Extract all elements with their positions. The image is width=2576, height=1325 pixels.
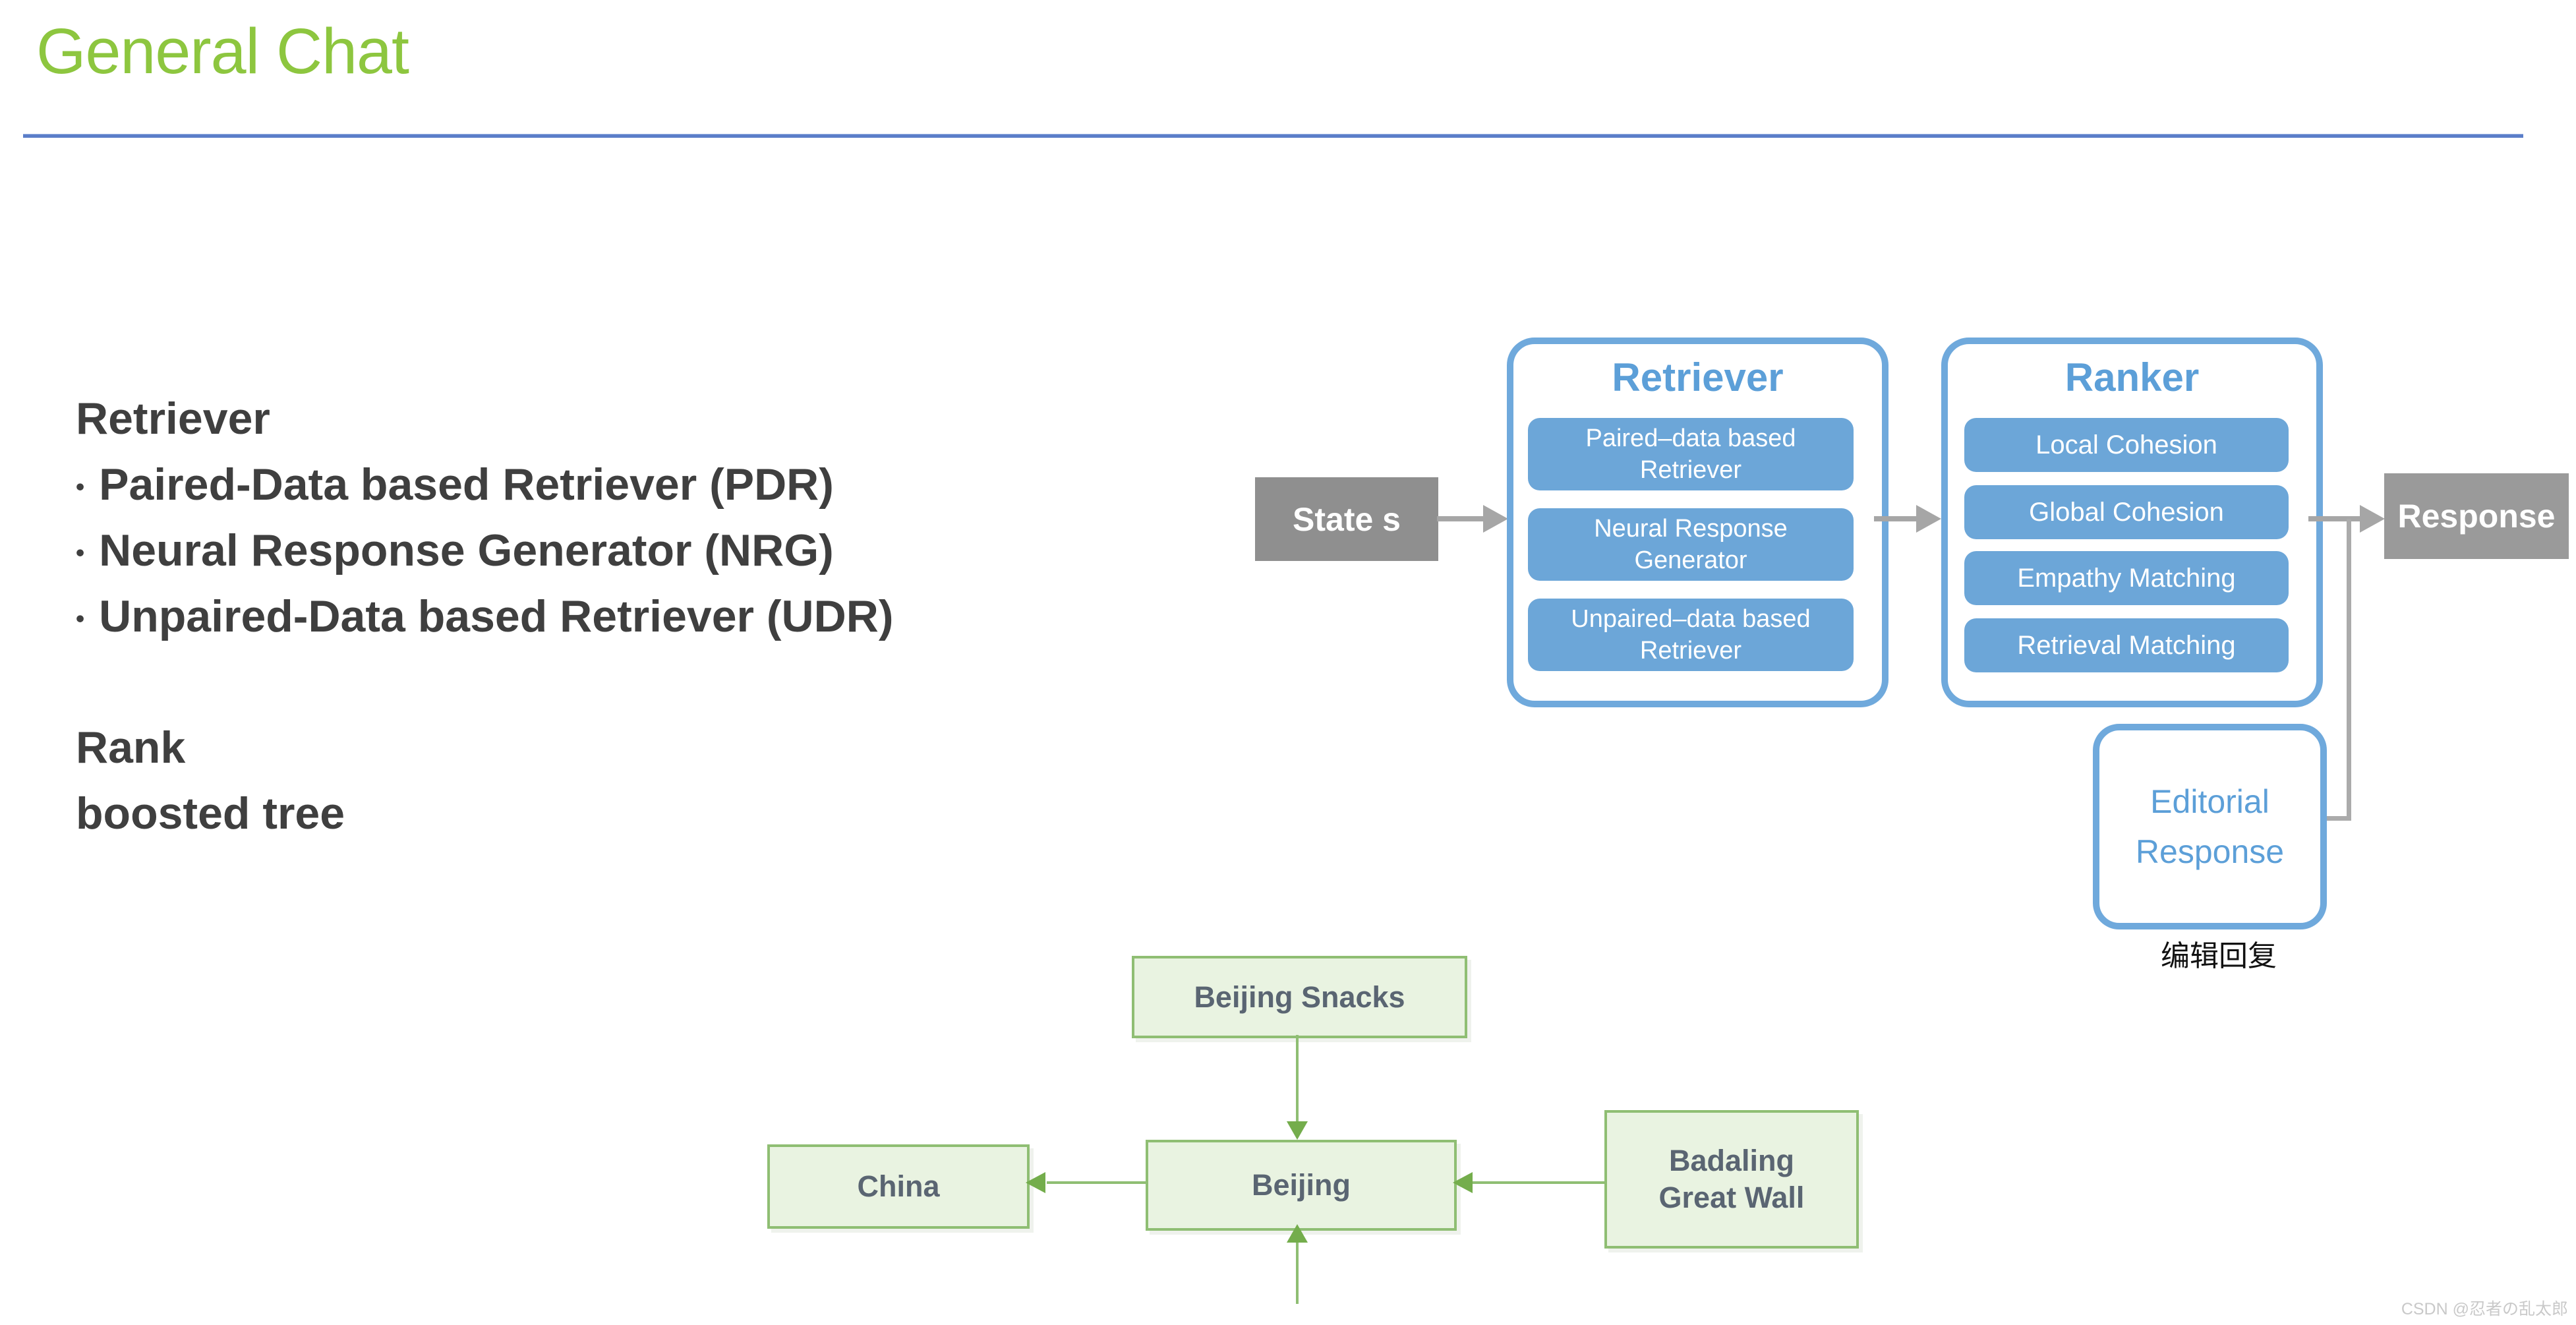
retriever-module-nrg: Neural Response Generator <box>1528 508 1854 581</box>
retriever-title: Retriever <box>1612 355 1784 399</box>
notes-bullet-nrg-text: Neural Response Generator (NRG) <box>99 525 834 575</box>
ranker-module-global-cohesion: Global Cohesion <box>1964 485 2289 539</box>
bullet-glyph: • <box>76 539 85 567</box>
notes-bullet-udr: • Unpaired-Data based Retriever (UDR) <box>76 591 894 642</box>
kg-node-badaling-great-wall: Badaling Great Wall <box>1604 1110 1859 1249</box>
kg-wall-line1: Badaling <box>1668 1144 1795 1177</box>
editorial-connector-vertical <box>2347 519 2351 821</box>
edge-bottom-to-beijing-head <box>1287 1224 1308 1243</box>
notes-rank-sub: boosted tree <box>76 788 345 839</box>
editorial-line1: Editorial <box>2150 783 2269 820</box>
notes-bullet-pdr: • Paired-Data based Retriever (PDR) <box>76 459 834 510</box>
csdn-watermark: CSDN @忍者の乱太郎 <box>2401 1300 2568 1318</box>
arrow-state-to-retriever-line <box>1437 516 1484 521</box>
edge-beijing-to-china-line <box>1047 1181 1146 1184</box>
notes-bullet-nrg: • Neural Response Generator (NRG) <box>76 525 834 576</box>
edge-snacks-to-beijing-head <box>1287 1121 1308 1140</box>
edge-wall-to-beijing-head <box>1453 1172 1473 1193</box>
arrow-retriever-to-ranker-head <box>1916 505 1941 533</box>
kg-node-beijing: Beijing <box>1146 1140 1457 1231</box>
ranker-module-retrieval-matching: Retrieval Matching <box>1964 618 2289 672</box>
arrow-ranker-to-response-line <box>2308 516 2362 521</box>
editorial-line2: Response <box>2135 833 2285 870</box>
kg-wall-line2: Great Wall <box>1658 1181 1805 1214</box>
notes-rank-heading: Rank <box>76 722 186 773</box>
editorial-caption: 编辑回复 <box>2161 940 2277 972</box>
notes-bullet-udr-text: Unpaired-Data based Retriever (UDR) <box>99 591 894 641</box>
edge-bottom-to-beijing-line <box>1296 1242 1299 1304</box>
bullet-glyph: • <box>76 473 85 501</box>
bullet-glyph: • <box>76 604 85 633</box>
ranker-title: Ranker <box>2064 355 2200 399</box>
edge-snacks-to-beijing-line <box>1296 1035 1299 1122</box>
kg-node-china: China <box>767 1144 1030 1229</box>
response-node: Response <box>2384 473 2569 559</box>
arrow-retriever-to-ranker-line <box>1874 516 1917 521</box>
retriever-module-pdr: Paired–data based Retriever <box>1528 418 1854 490</box>
ranker-module-empathy-matching: Empathy Matching <box>1964 551 2289 605</box>
ranker-container: Ranker Local Cohesion Global Cohesion Em… <box>1941 338 2323 707</box>
arrow-ranker-to-response-head <box>2360 505 2385 533</box>
editorial-connector-horizontal <box>2315 816 2351 821</box>
notes-bullet-pdr-text: Paired-Data based Retriever (PDR) <box>99 459 834 510</box>
state-node: State s <box>1255 477 1438 561</box>
ranker-module-local-cohesion: Local Cohesion <box>1964 418 2289 472</box>
kg-node-beijing-snacks: Beijing Snacks <box>1132 956 1467 1038</box>
editorial-response-node: Editorial Response <box>2093 724 2327 929</box>
arrow-state-to-retriever-head <box>1483 505 1508 533</box>
retriever-module-udr: Unpaired–data based Retriever <box>1528 599 1854 671</box>
notes-retriever-heading: Retriever <box>76 394 270 444</box>
edge-beijing-to-china-head <box>1026 1172 1045 1193</box>
edge-wall-to-beijing-line <box>1473 1181 1604 1184</box>
page-title: General Chat <box>36 15 409 87</box>
title-divider <box>23 134 2523 138</box>
retriever-container: Retriever Paired–data based Retriever Ne… <box>1507 338 1888 707</box>
